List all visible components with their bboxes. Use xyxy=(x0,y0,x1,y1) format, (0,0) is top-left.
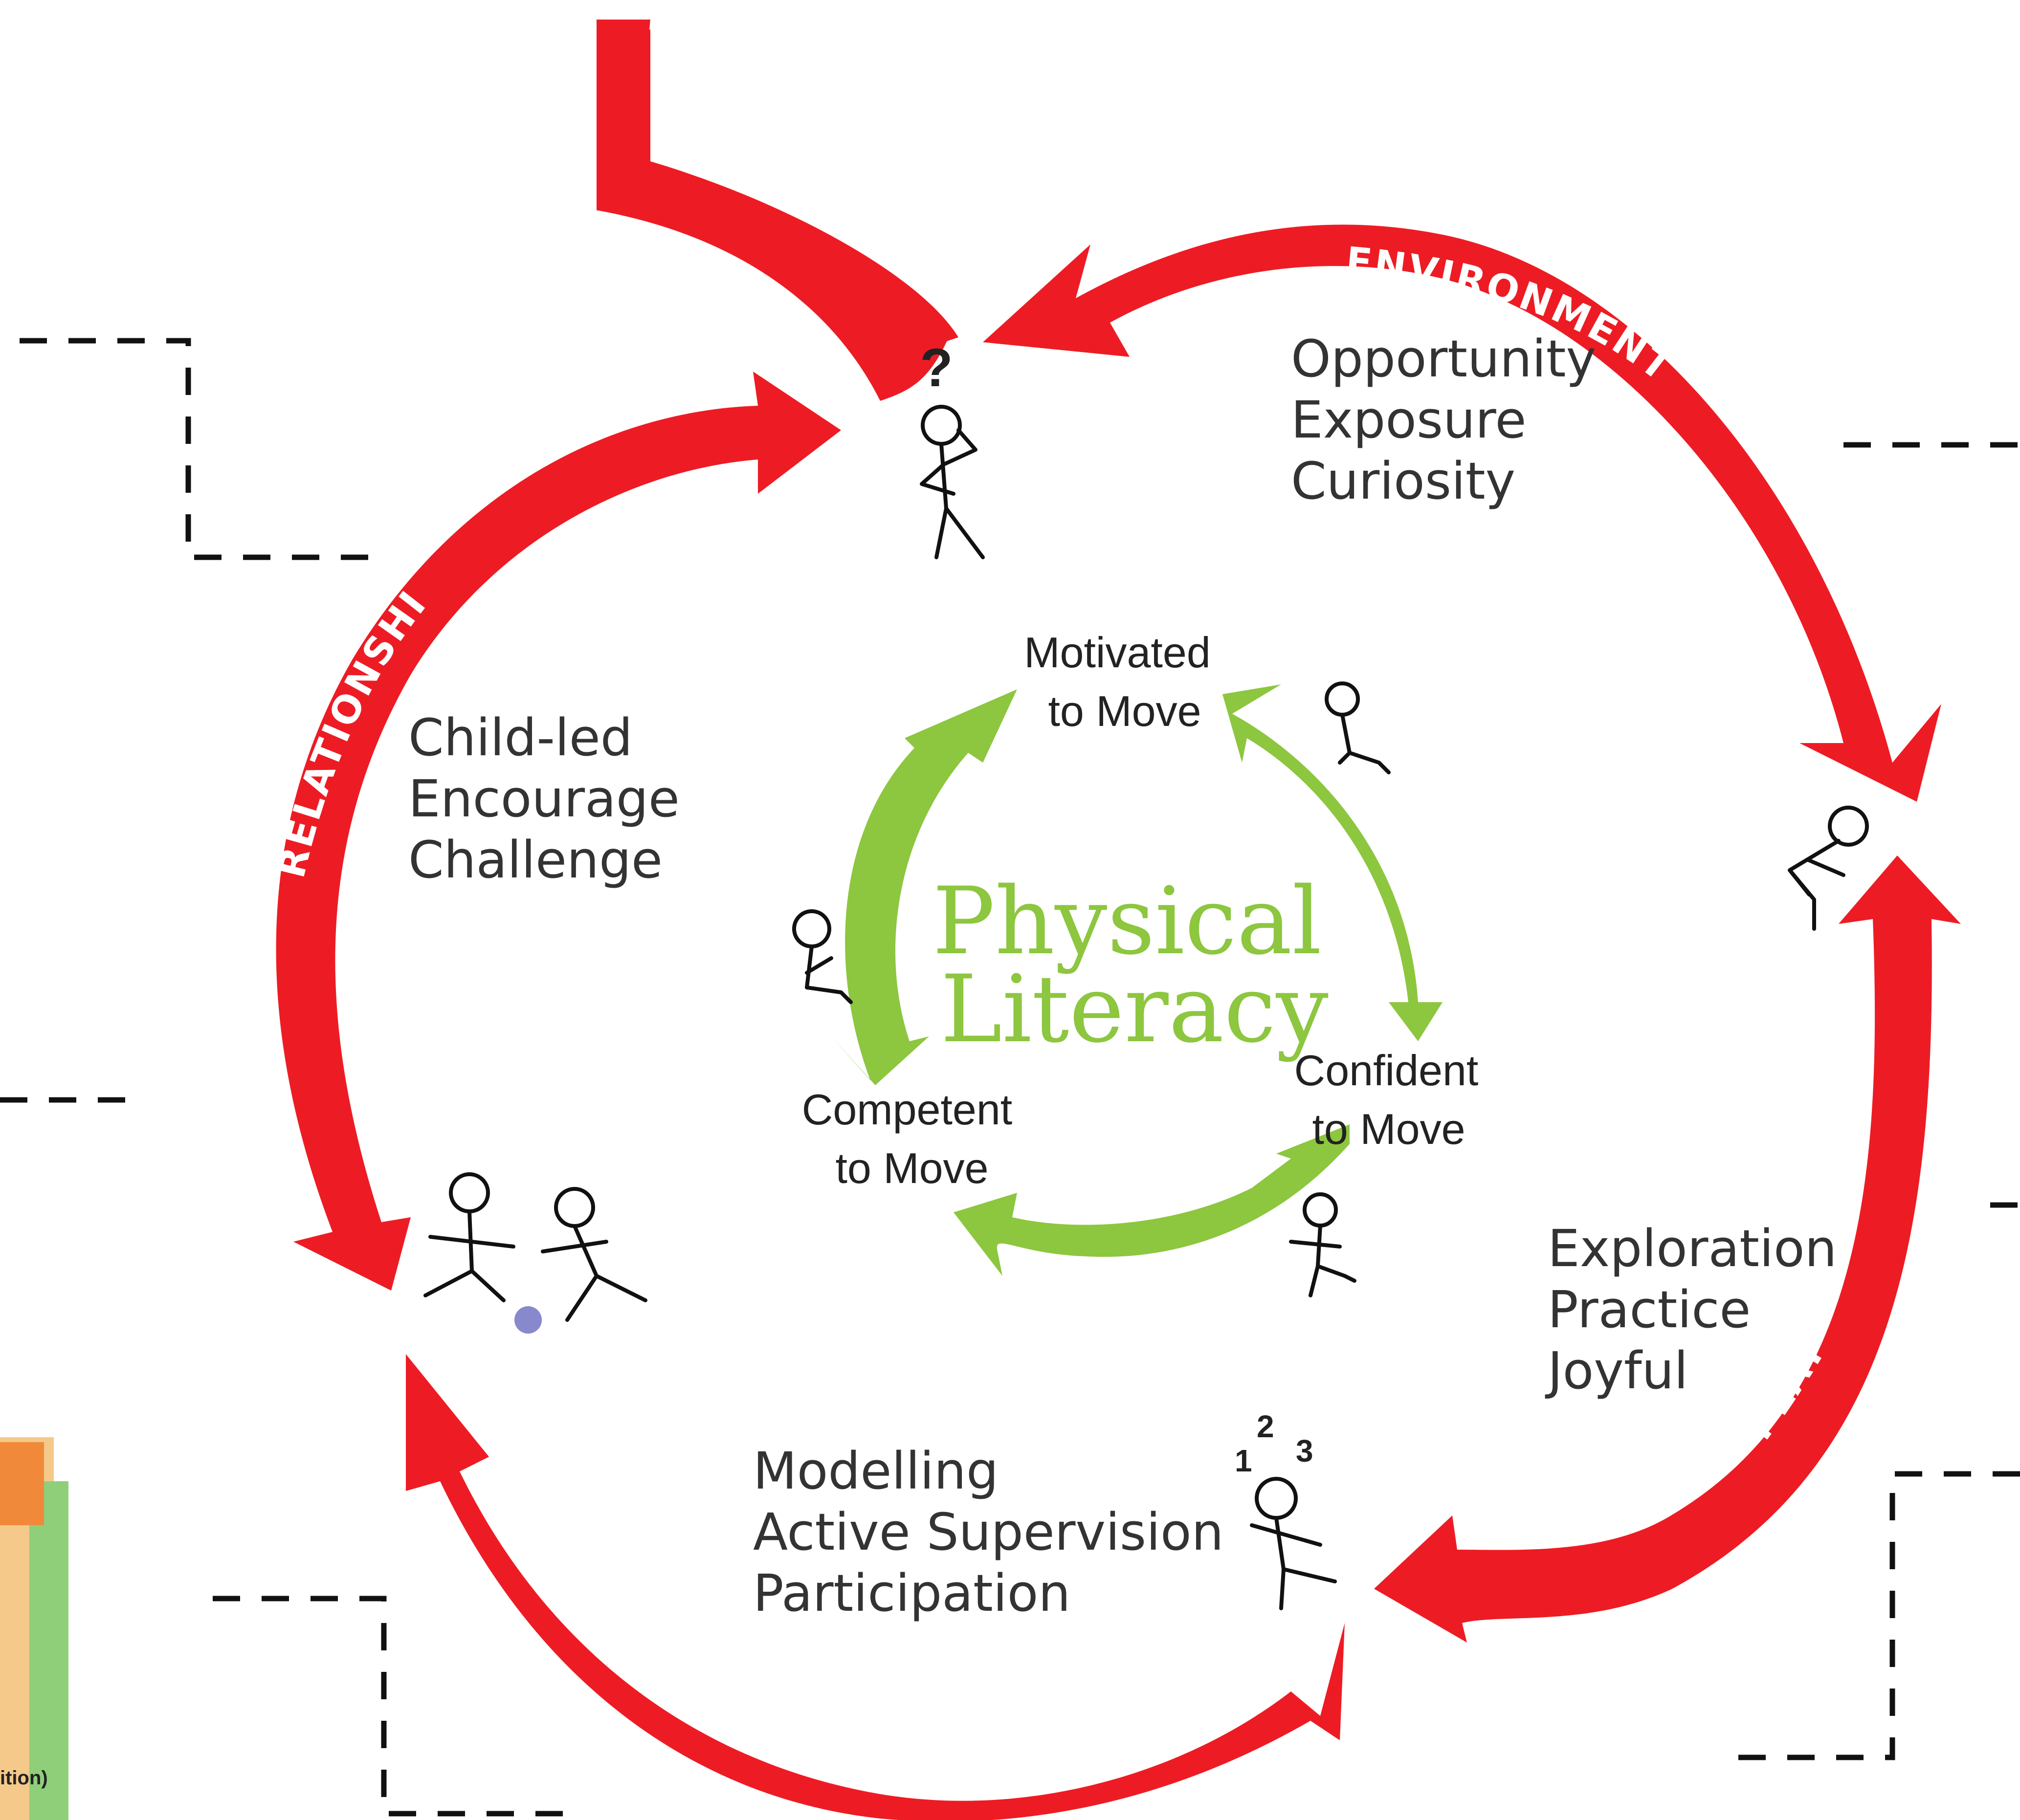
group-environment: Opportunity Exposure Curiosity xyxy=(1291,329,1596,511)
inner-cycle-arrows xyxy=(831,684,1443,1276)
motivated-line1: Motivated xyxy=(1024,628,1211,677)
engagement-item-1: Modelling xyxy=(753,1441,999,1501)
label-engagement: ENGAGEMENT xyxy=(713,1616,1015,1767)
group-engagement: Modelling Active Supervision Participati… xyxy=(753,1441,1224,1623)
relationships-item-3: Challenge xyxy=(408,830,663,890)
environment-arrow xyxy=(983,224,1941,802)
competent-line1: Competent xyxy=(802,1085,1012,1134)
play-item-3: Joyful xyxy=(1545,1341,1688,1401)
bending-stick-figure-icon xyxy=(1788,806,1869,931)
group-play: Exploration Practice Joyful xyxy=(1545,1219,1837,1401)
relationships-item-1: Child-led xyxy=(408,708,633,767)
engagement-item-3: Participation xyxy=(753,1563,1070,1623)
relationships-arrow xyxy=(276,372,841,1291)
edge-text-fragment: ition) xyxy=(0,1767,48,1789)
climbing-stick-figure-icon xyxy=(792,909,853,1004)
center-title-line1: Physical xyxy=(932,867,1322,975)
thinking-stick-figure-icon: ? xyxy=(920,338,985,559)
confident-to-competent-arrow xyxy=(954,1124,1350,1276)
two-kids-playing-ball-icon xyxy=(423,1172,647,1334)
play-arrow xyxy=(1374,855,1961,1643)
environment-item-2: Exposure xyxy=(1291,390,1526,450)
center-title-line2: Literacy xyxy=(940,955,1329,1063)
competent-to-motivated-arrow xyxy=(831,689,1017,1085)
motivated-line2: to Move xyxy=(1048,687,1201,735)
play-item-2: Practice xyxy=(1548,1280,1751,1339)
engagement-arrow xyxy=(406,1354,1345,1820)
play-item-1: Exploration xyxy=(1548,1219,1837,1278)
environment-item-1: Opportunity xyxy=(1291,329,1596,389)
inner-cycle-labels: Motivated to Move Confident to Move Comp… xyxy=(802,628,1479,1192)
outer-cycle-arrows xyxy=(276,20,1961,1820)
running-stick-figure-icon xyxy=(1325,681,1391,774)
background-poster-fragment: ition) xyxy=(0,1437,68,1820)
competent-line2: to Move xyxy=(835,1144,988,1192)
question-mark: ? xyxy=(920,338,953,398)
environment-item-3: Curiosity xyxy=(1291,451,1515,511)
background-dashed-lines xyxy=(0,338,2020,1817)
count-3: 3 xyxy=(1296,1433,1313,1469)
stem-arrow xyxy=(597,20,949,401)
counting-stick-figure-icon: 1 2 3 xyxy=(1235,1409,1337,1610)
ball-icon xyxy=(514,1306,542,1334)
motivated-to-confident-arrow xyxy=(1222,684,1443,1041)
center-title: Physical Literacy xyxy=(932,867,1329,1063)
walking-stick-figure-icon xyxy=(1289,1192,1356,1297)
confident-line2: to Move xyxy=(1312,1105,1465,1153)
count-1: 1 xyxy=(1235,1443,1252,1478)
count-2: 2 xyxy=(1257,1409,1274,1444)
group-relationships: Child-led Encourage Challenge xyxy=(408,708,680,890)
relationships-item-2: Encourage xyxy=(408,769,680,829)
engagement-item-2: Active Supervision xyxy=(753,1502,1224,1562)
confident-line1: Confident xyxy=(1294,1046,1479,1095)
